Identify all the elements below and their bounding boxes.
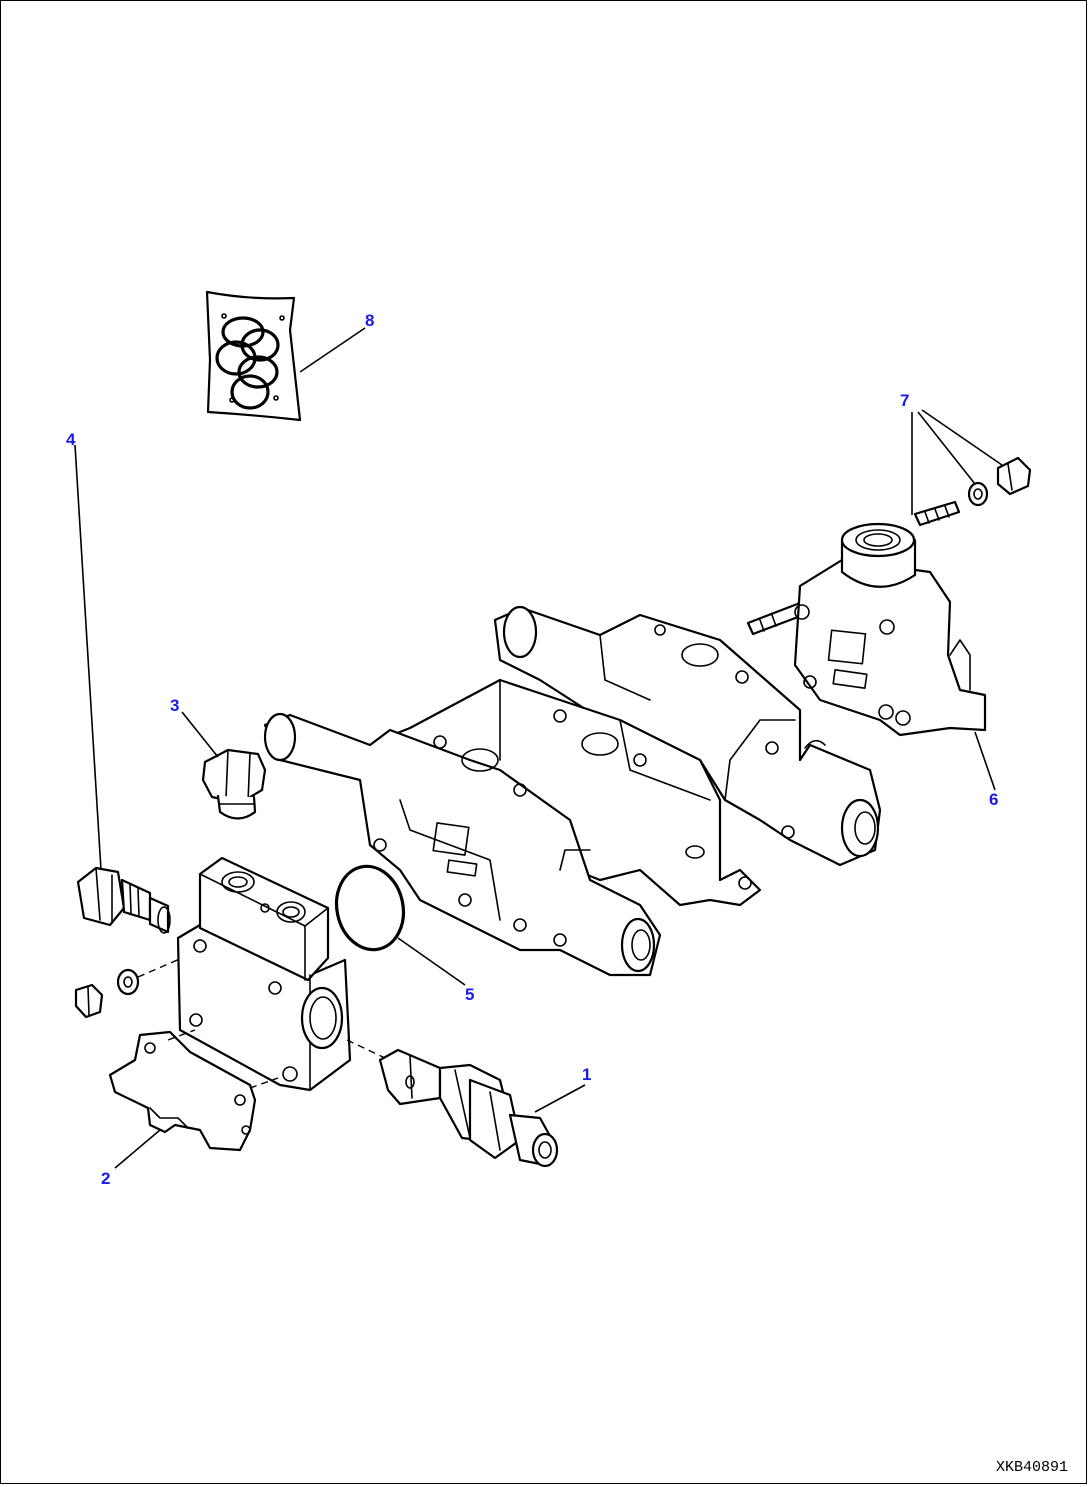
- leader-7b: [917, 411, 976, 485]
- callout-1: 1: [582, 1065, 591, 1084]
- bracket[interactable]: [108, 1029, 279, 1152]
- leader-1: [534, 1084, 586, 1113]
- control-valve-body: [263, 605, 882, 977]
- callout-5: 5: [465, 985, 474, 1004]
- leader-8: [299, 327, 366, 373]
- leader-3: [181, 711, 219, 758]
- inlet-cover[interactable]: [176, 856, 352, 1092]
- plug[interactable]: [201, 748, 267, 820]
- leader-4: [74, 444, 102, 871]
- leader-6: [974, 731, 996, 791]
- callout-4: 4: [66, 430, 76, 449]
- callout-3: 3: [170, 696, 179, 715]
- seal-kit[interactable]: [205, 290, 302, 422]
- leader-2: [114, 1129, 161, 1169]
- leader-5: [397, 937, 466, 986]
- callout-7: 7: [900, 391, 909, 410]
- main-relief-valve[interactable]: [346, 1039, 559, 1168]
- figure-code: XKB40891: [996, 1459, 1068, 1476]
- o-ring[interactable]: [329, 860, 411, 956]
- nut-washer-left[interactable]: [74, 957, 183, 1019]
- leader-7c: [921, 409, 1003, 466]
- callout-2: 2: [101, 1169, 110, 1188]
- tie-bolt-set[interactable]: [746, 456, 1032, 636]
- relief-valve-small[interactable]: [76, 866, 171, 934]
- callout-6: 6: [989, 790, 998, 809]
- outlet-cover[interactable]: [793, 522, 987, 737]
- callout-8: 8: [365, 311, 374, 330]
